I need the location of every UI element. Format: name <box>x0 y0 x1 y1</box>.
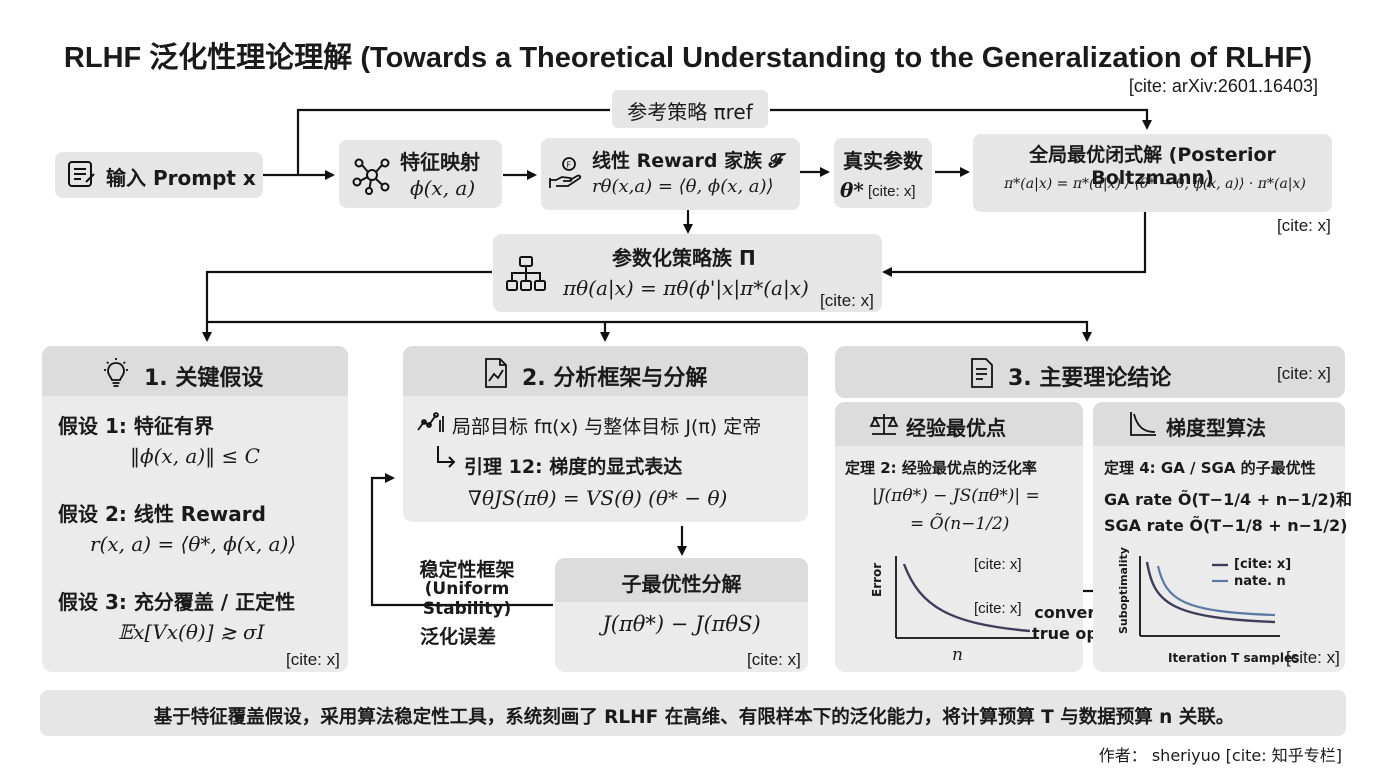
assumption-1-formula: ‖ϕ(x, a)‖ ≤ C <box>130 444 260 468</box>
reward-family-title: 线性 Reward 家族 𝓕 <box>592 150 783 172</box>
gradient-title: 梯度型算法 <box>1166 416 1266 440</box>
reward-family-formula: rθ(x,a) = ⟨θ, ϕ(x, a)⟩ <box>592 176 774 197</box>
param-policy-title: 参数化策略族 Π <box>612 246 756 270</box>
gradient-algorithm-panel <box>1093 402 1345 672</box>
return-arrow-icon <box>437 446 456 468</box>
optimal-solution-box <box>973 134 1332 212</box>
page-title: RLHF 泛化性理论理解 (Towards a Theoretical Unde… <box>63 42 1313 74</box>
true-param-title: 真实参数 <box>843 149 923 173</box>
theorem-2-formula-2: = Õ(n−1/2) <box>910 514 1010 534</box>
results-panel <box>835 346 1345 398</box>
optimal-solution-title: 全局最优闭式解 (Posterior Boltzmann) <box>1029 144 1276 189</box>
empirical-cite-2: [cite: x] <box>974 600 1022 617</box>
lemma-label: 引理 12: 梯度的显式表达 <box>464 456 683 478</box>
theorem-2-formula-1: |J(πθ*) − JS(πθ*)| = <box>872 486 1040 506</box>
input-prompt-label: 输入 Prompt x <box>106 166 256 190</box>
prompt-doc-icon <box>68 161 95 187</box>
author-line: 作者： sheriyuo [cite: 知乎专栏] <box>1098 746 1342 765</box>
legend-series-1: [cite: x] <box>1234 557 1292 572</box>
decomposition-cite: [cite: x] <box>747 650 801 669</box>
summary-text: 基于特征覆盖假设，采用算法稳定性工具，系统刻画了 RLHF 在高维、有限样本下的… <box>153 707 1235 728</box>
assumptions-title: 1. 关键假设 <box>144 366 264 391</box>
curve-icon <box>1130 412 1156 436</box>
param-policy-cite: [cite: x] <box>820 291 874 310</box>
balance-icon <box>869 414 899 435</box>
framework-title: 2. 分析框架与分解 <box>522 366 708 391</box>
true-param-box <box>834 138 932 208</box>
assumption-3-formula: 𝔼x[Vx(θ)] ≳ σI <box>118 620 265 644</box>
assumptions-cite: [cite: x] <box>286 650 340 669</box>
lemma-formula: ∇θJS(πθ) = VS(θ) (θ* − θ) <box>468 486 728 510</box>
error-curve-chart <box>895 556 1036 639</box>
optimal-solution-formula: π*(a|x) = π*(a|x) / ⟨θ* − θ, ϕ(x, a)⟩ · … <box>1004 176 1306 192</box>
assumption-1-label: 假设 1: 特征有界 <box>58 414 214 438</box>
legend-series-2: nate. n <box>1234 574 1286 589</box>
theorem-2-label: 定理 2: 经验最优点的泛化率 <box>845 459 1037 477</box>
summary-bar <box>40 690 1346 736</box>
gradient-header-bg <box>1093 402 1345 446</box>
n-axis-label: n <box>952 645 963 665</box>
true-param-symbol: θ* <box>840 178 864 202</box>
feature-map-formula: ϕ(x, a) <box>410 176 476 200</box>
assumptions-panel <box>42 346 348 672</box>
assumption-3-label: 假设 3: 充分覆盖 / 正定性 <box>58 590 296 614</box>
doc-chart-icon <box>485 358 507 388</box>
decomposition-title: 子最优性分解 <box>621 572 742 596</box>
lightbulb-icon <box>104 358 128 387</box>
ga-rate: GA rate Õ(T−1/4 + n−1/2)和 <box>1104 490 1352 509</box>
framework-header-bg <box>403 346 808 396</box>
network-icon <box>352 158 390 195</box>
ref-policy-label: 参考策略 πref <box>627 100 753 124</box>
framework-objective-line: 局部目标 fπ(x) 与整体目标 J(π) 定帝 <box>452 416 762 438</box>
iteration-axis-label: Iteration T samples <box>1168 651 1300 665</box>
generalization-error-label: 泛化误差 <box>420 626 497 648</box>
suboptimality-axis-label: Suboptimality <box>1117 547 1130 634</box>
title-cite: [cite: arXiv:2601.16403] <box>1128 76 1318 96</box>
empirical-optimum-panel <box>835 402 1083 672</box>
stability-label-2: (Uniform Stability) <box>422 579 512 619</box>
theorem-4-label: 定理 4: GA / SGA 的子最优性 <box>1104 459 1316 477</box>
optimal-solution-cite: [cite: x] <box>1277 216 1331 235</box>
input-prompt-box <box>55 152 263 198</box>
ref-policy-box <box>612 90 768 128</box>
error-axis-label: Error <box>870 562 884 597</box>
results-title: 3. 主要理论结论 <box>1008 366 1172 391</box>
results-cite: [cite: x] <box>1277 364 1331 383</box>
trend-icon <box>417 412 444 432</box>
doc-list-icon <box>971 358 993 388</box>
decomposition-formula: J(πθ*) − J(πθS) <box>602 612 761 636</box>
decomposition-header-bg <box>555 558 808 602</box>
empirical-header-bg <box>835 402 1083 446</box>
sga-rate: SGA rate Õ(T−1/8 + n−1/2) <box>1104 516 1348 535</box>
gradient-cite: [cite: x] <box>1286 648 1340 667</box>
reward-family-box <box>541 138 800 210</box>
assumptions-header-bg <box>42 346 348 396</box>
hand-coin-icon: F <box>549 157 582 188</box>
suboptimality-chart <box>1139 556 1280 637</box>
true-param-cite: [cite: x] <box>868 183 916 200</box>
empirical-cite-1: [cite: x] <box>974 556 1022 573</box>
stability-label-1: 稳定性框架 <box>419 559 515 581</box>
empirical-title: 经验最优点 <box>906 416 1006 440</box>
svg-text:F: F <box>567 161 572 170</box>
param-policy-formula: πθ(a|x) = πθ(ϕ'|x|π*(a|x) <box>563 276 809 300</box>
hierarchy-icon <box>506 256 546 291</box>
assumption-2-label: 假设 2: 线性 Reward <box>58 502 266 526</box>
assumption-2-formula: r(x, a) = ⟨θ*, ϕ(x, a)⟩ <box>90 532 297 556</box>
param-policy-box <box>493 234 882 312</box>
feature-map-title: 特征映射 <box>400 150 480 174</box>
